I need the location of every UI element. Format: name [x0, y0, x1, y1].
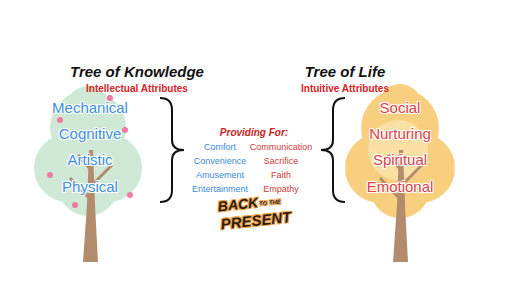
provision-word: Amusement — [196, 171, 244, 181]
provision-word: Comfort — [204, 143, 236, 153]
attribute-word: Physical — [62, 179, 118, 196]
tree-group: Tree of KnowledgeIntellectual Attributes… — [20, 55, 230, 205]
tree-group: Tree of LifeIntuitive AttributesSocialNu… — [285, 55, 495, 205]
knowledge-canopy — [34, 86, 142, 216]
logo-word: TO THE — [259, 199, 281, 208]
life-canopy — [345, 84, 455, 218]
provision-word: Faith — [271, 171, 291, 181]
tree-heading: Tree of Knowledge — [70, 64, 204, 81]
logo-word: BACK — [217, 195, 259, 215]
left-brace — [321, 98, 345, 202]
fruit-dot — [127, 192, 133, 198]
provision-word: Sacrifice — [264, 157, 299, 167]
knowledge-fruit — [47, 95, 133, 208]
right-brace — [160, 98, 184, 202]
fruit-dot — [47, 172, 53, 178]
attribute-word: Mechanical — [52, 100, 128, 117]
provision-word: Entertainment — [192, 185, 248, 195]
attribute-word: Cognitive — [59, 126, 122, 143]
brackets — [160, 98, 345, 202]
attribute-subheading: Intuitive Attributes — [301, 83, 389, 94]
providing-heading: Providing For: — [220, 127, 288, 138]
fruit-dot — [72, 202, 78, 208]
provision-word: Empathy — [263, 185, 299, 195]
fruit-dot — [122, 127, 128, 133]
attribute-word: Social — [380, 100, 421, 117]
attribute-word: Artistic — [68, 152, 113, 169]
provision-word: Communication — [250, 143, 313, 153]
provision-word: Convenience — [194, 157, 247, 167]
attribute-word: Emotional — [367, 179, 434, 196]
attribute-subheading: Intellectual Attributes — [86, 83, 188, 94]
tree-heading: Tree of Life — [305, 64, 386, 81]
attribute-word: Nurturing — [369, 126, 431, 143]
attribute-word: Spiritual — [373, 152, 427, 169]
fruit-dot — [57, 117, 63, 123]
